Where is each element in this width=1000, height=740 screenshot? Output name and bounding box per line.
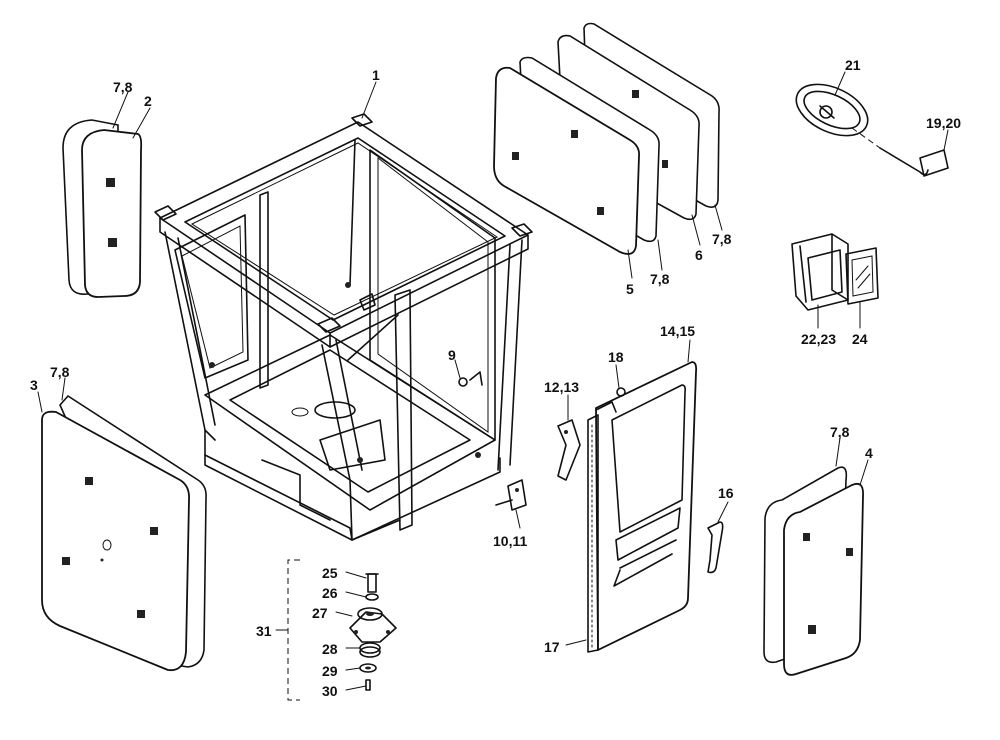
label-17: 17 — [544, 639, 560, 655]
label-7-8-top-a: 7,8 — [650, 271, 670, 287]
label-12-13: 12,13 — [544, 379, 579, 395]
label-26: 26 — [322, 585, 338, 601]
label-7-8-top-left: 7,8 — [113, 79, 133, 95]
label-7-8-top-b: 7,8 — [712, 231, 732, 247]
rear-glass-panels — [493, 22, 720, 255]
right-side-glass-4 — [763, 466, 864, 676]
light-22-23 — [791, 233, 849, 311]
mount-assembly-31 — [287, 559, 397, 701]
label-27: 27 — [312, 605, 328, 621]
label-10-11: 10,11 — [493, 533, 527, 549]
label-25: 25 — [322, 565, 338, 581]
mirror-21 — [795, 83, 869, 137]
part-12-13-bracket — [557, 419, 581, 481]
label-19-20: 19,20 — [926, 115, 961, 131]
callout-labels: 1 2 7,8 3 7,8 5 7,8 6 7,8 21 19,20 22,23… — [30, 57, 961, 699]
bracket-19-20 — [879, 147, 949, 177]
label-31: 31 — [256, 623, 272, 639]
part-9-fastener — [458, 371, 483, 387]
part-16-handle — [707, 521, 724, 574]
mirror-arm-line — [851, 127, 881, 149]
label-5: 5 — [626, 281, 634, 297]
label-24: 24 — [852, 331, 868, 347]
label-28: 28 — [322, 641, 338, 657]
label-21: 21 — [845, 57, 861, 73]
label-7-8-right: 7,8 — [830, 424, 850, 440]
leader-lines — [37, 71, 949, 691]
label-1: 1 — [372, 67, 380, 83]
cab-frame — [154, 113, 533, 541]
label-18: 18 — [608, 349, 624, 365]
label-4: 4 — [865, 445, 873, 461]
label-22-23: 22,23 — [801, 331, 836, 347]
label-7-8-mid-left: 7,8 — [50, 364, 70, 380]
label-29: 29 — [322, 663, 338, 679]
left-side-glass-2 — [62, 119, 143, 298]
door-14-15 — [587, 361, 698, 653]
label-16: 16 — [718, 485, 734, 501]
part-10-11-latch — [495, 479, 527, 511]
label-9: 9 — [448, 347, 456, 363]
label-14-15: 14,15 — [660, 323, 695, 339]
label-3: 3 — [30, 377, 38, 393]
label-2: 2 — [144, 93, 152, 109]
lens-24 — [845, 247, 879, 305]
label-6: 6 — [695, 247, 703, 263]
label-30: 30 — [322, 683, 338, 699]
front-glass-3 — [41, 394, 207, 672]
